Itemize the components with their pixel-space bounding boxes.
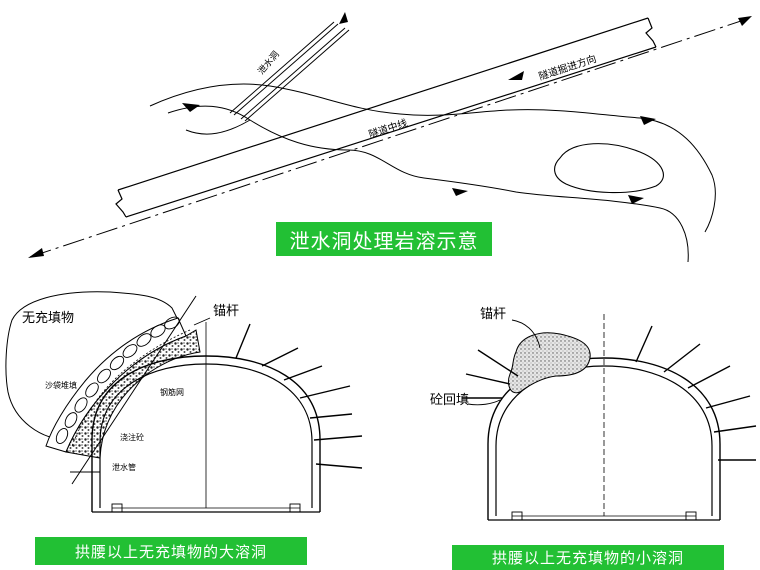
karst-stream-upper xyxy=(149,83,716,233)
label-tunnel-centerline: 隧道中线 xyxy=(367,116,409,141)
label-backfill: 砼回填 xyxy=(430,393,469,408)
karst-cave-outline xyxy=(554,143,664,194)
arrow-drain xyxy=(339,12,348,24)
flow-arrow-3 xyxy=(452,188,468,196)
karst-stream-lower xyxy=(185,119,251,135)
karst-stream-middle xyxy=(167,105,689,263)
left-section-large-cave xyxy=(5,291,363,513)
arrow-centerline-left xyxy=(28,248,44,258)
label-concrete: 浇注砼 xyxy=(120,432,144,442)
label-anchor-left: 锚杆 xyxy=(213,304,239,319)
sandbag-bags xyxy=(55,316,180,444)
label-sandbag: 沙袋堆填 xyxy=(45,380,77,390)
drain-tunnel xyxy=(229,12,350,122)
tunnel-lining-outer-right xyxy=(487,357,721,520)
label-unfilled: 无充填物 xyxy=(22,310,74,326)
right-section-small-cave xyxy=(462,314,757,521)
anchor-bolts-left xyxy=(235,323,363,469)
tunnel-centerline xyxy=(29,17,751,258)
label-mesh: 钢筋网 xyxy=(160,387,184,397)
flow-arrow-5 xyxy=(628,195,644,204)
arrow-centerline-right xyxy=(738,16,752,26)
label-drainpipe: 泄水管 xyxy=(112,462,136,472)
flow-arrow-2 xyxy=(640,116,656,125)
small-cave-fill xyxy=(507,332,591,394)
label-anchor-right: 锚杆 xyxy=(480,307,506,322)
flow-arrow-1 xyxy=(182,103,200,112)
caption-large-cave: 拱腰以上无充填物的大溶洞 xyxy=(35,537,307,565)
steel-mesh-line xyxy=(71,329,191,447)
tunnel-lining-inner-right xyxy=(495,365,713,516)
caption-small-cave: 拱腰以上无充填物的小溶洞 xyxy=(452,545,724,570)
top-plan-view xyxy=(28,12,752,263)
flow-arrow-4 xyxy=(508,71,524,80)
label-drain-tunnel: 泄水洞 xyxy=(255,49,282,77)
caption-drain-tunnel-karst: 泄水洞处理岩溶示意 xyxy=(276,222,492,256)
anchor-bolts-right xyxy=(462,325,757,461)
tunnel-band xyxy=(115,17,657,218)
